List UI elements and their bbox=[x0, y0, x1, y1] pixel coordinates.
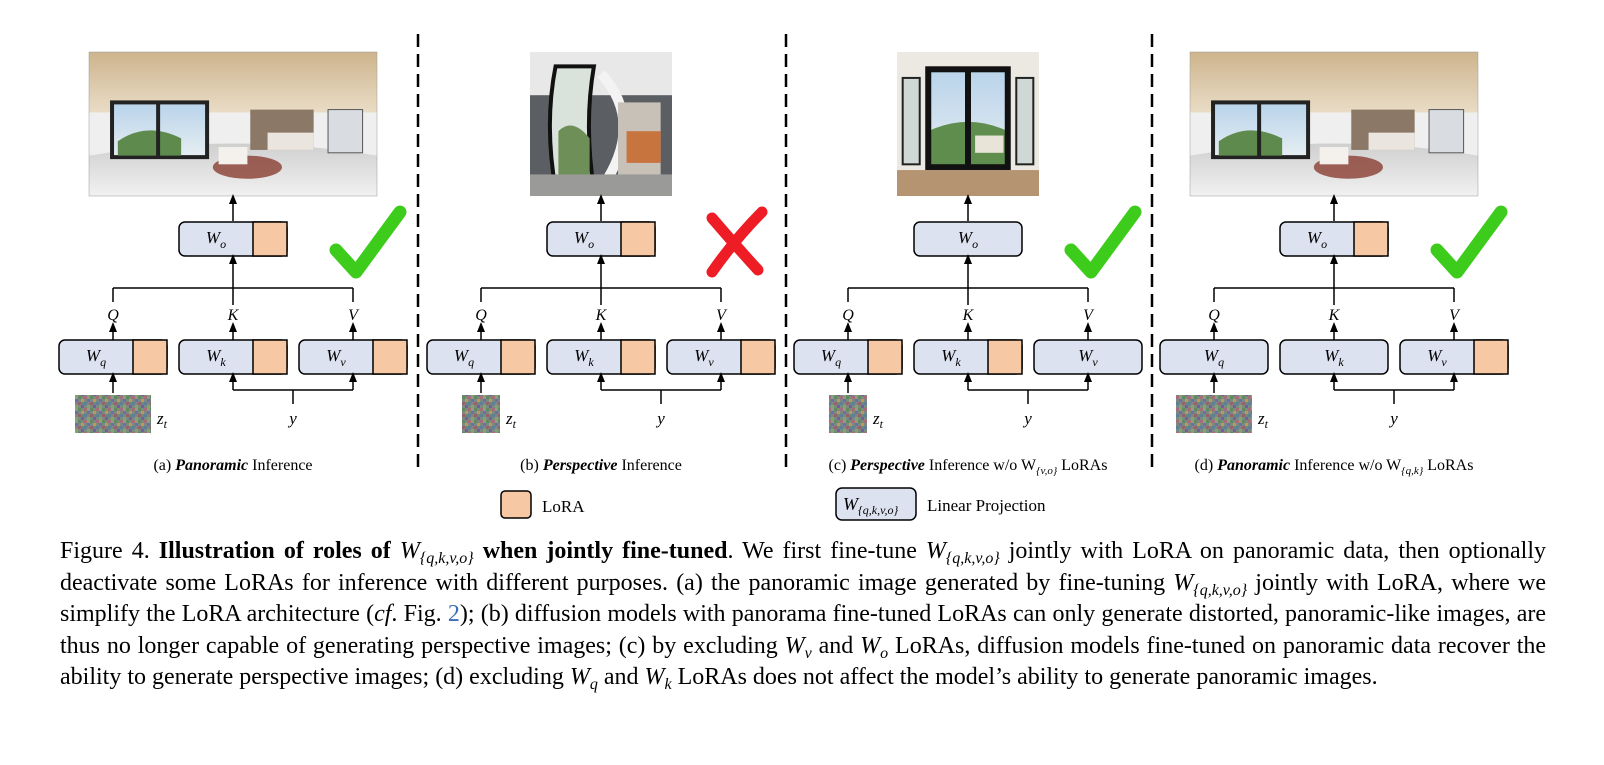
weight-symbol-o: Wo bbox=[206, 228, 226, 251]
weight-symbol-k: Wk bbox=[1324, 346, 1344, 369]
legend-projection-symbol: W{q,k,v,o} bbox=[843, 494, 899, 517]
panorama-interior-render bbox=[88, 51, 378, 197]
weight-symbol-k: Wk bbox=[941, 346, 961, 369]
qkv-label: V bbox=[348, 307, 360, 324]
lora-adapter-block bbox=[987, 339, 1023, 375]
lora-adapter-block bbox=[620, 221, 656, 257]
lora-adapter-block bbox=[867, 339, 903, 375]
lora-adapter-block bbox=[252, 339, 288, 375]
lora-adapter-block bbox=[1473, 339, 1509, 375]
weight-box-o: Wo bbox=[546, 221, 656, 257]
noise-latent-image bbox=[75, 395, 151, 433]
qkv-label: K bbox=[227, 307, 240, 324]
latent-label: zt bbox=[1257, 409, 1269, 431]
qkv-label: V bbox=[1083, 307, 1095, 324]
legend: LoRA W{q,k,v,o} Linear Projection bbox=[500, 487, 1046, 521]
weight-box-v: Wv bbox=[1033, 339, 1143, 375]
weight-box-v: Wv bbox=[298, 339, 408, 375]
panel-d: WoQ K V Wq Wk Wv zt y (d) Panoramic Inference w/… bbox=[1159, 51, 1509, 477]
legend-lora-label: LoRA bbox=[542, 497, 585, 516]
qkv-label: Q bbox=[1208, 307, 1220, 324]
qkv-label: K bbox=[1328, 307, 1341, 324]
noise-latent-image bbox=[1176, 395, 1252, 433]
subcaption-b: (b) Perspective Inference bbox=[520, 457, 682, 474]
noise-latent-image bbox=[462, 395, 500, 433]
figure-reference-link[interactable]: 2 bbox=[447, 601, 460, 627]
weight-box-k: Wk bbox=[546, 339, 656, 375]
qkv-label: K bbox=[595, 307, 608, 324]
weight-symbol-v: Wv bbox=[1427, 346, 1447, 369]
subcaption-a: (a) Panoramic Inference bbox=[153, 457, 312, 474]
weight-symbol-q: Wq bbox=[1204, 346, 1224, 369]
qkv-label: K bbox=[962, 307, 975, 324]
qkv-label: Q bbox=[475, 307, 487, 324]
latent-label: zt bbox=[505, 409, 517, 431]
weight-symbol-v: Wv bbox=[1078, 346, 1098, 369]
legend-projection-label: Linear Projection bbox=[927, 496, 1046, 515]
legend-projection-swatch bbox=[835, 487, 917, 521]
condition-label: y bbox=[655, 409, 665, 428]
lora-adapter-block bbox=[372, 339, 408, 375]
weight-box-q: Wq bbox=[1159, 339, 1269, 375]
checkmark-icon bbox=[329, 205, 407, 279]
lora-adapter-block bbox=[500, 339, 536, 375]
lora-adapter-block bbox=[132, 339, 168, 375]
weight-symbol-q: Wq bbox=[454, 346, 474, 369]
caption-bold-title: Illustration of roles of W{q,k,v,o} when… bbox=[158, 538, 728, 567]
weight-symbol-o: Wo bbox=[574, 228, 594, 251]
panorama-interior-render bbox=[1189, 51, 1479, 197]
qkv-label: Q bbox=[842, 307, 854, 324]
panel-b: WoQ K V Wq Wk Wv zt y (b) Perspective Inference bbox=[426, 52, 776, 474]
condition-label: y bbox=[287, 409, 297, 428]
weight-symbol-o: Wo bbox=[958, 228, 978, 251]
cross-icon bbox=[706, 206, 768, 278]
lora-adapter-block bbox=[1353, 221, 1389, 257]
qkv-label: V bbox=[716, 307, 728, 324]
weight-box-q: Wq bbox=[58, 339, 168, 375]
caption-figure-label: Figure 4. bbox=[60, 538, 150, 564]
weight-symbol-o: Wo bbox=[1307, 228, 1327, 251]
checkmark-icon bbox=[1430, 205, 1508, 279]
panel-a: WoQ K V Wq Wk Wv zt y (a) Panoramic Inference bbox=[58, 51, 408, 474]
weight-box-k: Wk bbox=[178, 339, 288, 375]
latent-label: zt bbox=[872, 409, 884, 431]
figure-caption: Figure 4. Illustration of roles of W{q,k… bbox=[60, 538, 1547, 693]
condition-label: y bbox=[1388, 409, 1398, 428]
noise-latent-image bbox=[829, 395, 867, 433]
weight-box-k: Wk bbox=[1279, 339, 1389, 375]
weight-box-o: Wo bbox=[1279, 221, 1389, 257]
weight-box-q: Wq bbox=[426, 339, 536, 375]
weight-symbol-q: Wq bbox=[86, 346, 106, 369]
weight-box-q: Wq bbox=[793, 339, 903, 375]
weight-box-k: Wk bbox=[913, 339, 1023, 375]
weight-symbol-k: Wk bbox=[574, 346, 594, 369]
condition-label: y bbox=[1022, 409, 1032, 428]
qkv-label: V bbox=[1449, 307, 1461, 324]
lora-adapter-block bbox=[740, 339, 776, 375]
distorted-perspective-render bbox=[530, 52, 672, 196]
perspective-interior-render bbox=[897, 52, 1039, 196]
subcaption-d: (d) Panoramic Inference w/o W{q,k} LoRAs bbox=[1195, 457, 1474, 477]
weight-box-v: Wv bbox=[666, 339, 776, 375]
lora-adapter-block bbox=[252, 221, 288, 257]
panel-c: WoQ K V Wq Wk Wv zt y (c) Perspective Inference … bbox=[793, 52, 1143, 477]
weight-symbol-v: Wv bbox=[694, 346, 714, 369]
weight-symbol-v: Wv bbox=[326, 346, 346, 369]
weight-symbol-q: Wq bbox=[821, 346, 841, 369]
qkv-label: Q bbox=[107, 307, 119, 324]
weight-box-v: Wv bbox=[1399, 339, 1509, 375]
legend-lora-swatch bbox=[500, 490, 532, 519]
weight-box-o: Wo bbox=[178, 221, 288, 257]
weight-box-o: Wo bbox=[913, 221, 1023, 257]
checkmark-icon bbox=[1064, 205, 1142, 279]
weight-symbol-k: Wk bbox=[206, 346, 226, 369]
subcaption-c: (c) Perspective Inference w/o W{v,o} LoR… bbox=[829, 457, 1108, 477]
latent-label: zt bbox=[156, 409, 168, 431]
lora-adapter-block bbox=[620, 339, 656, 375]
caption-text: . We first fine-tune bbox=[727, 538, 917, 564]
